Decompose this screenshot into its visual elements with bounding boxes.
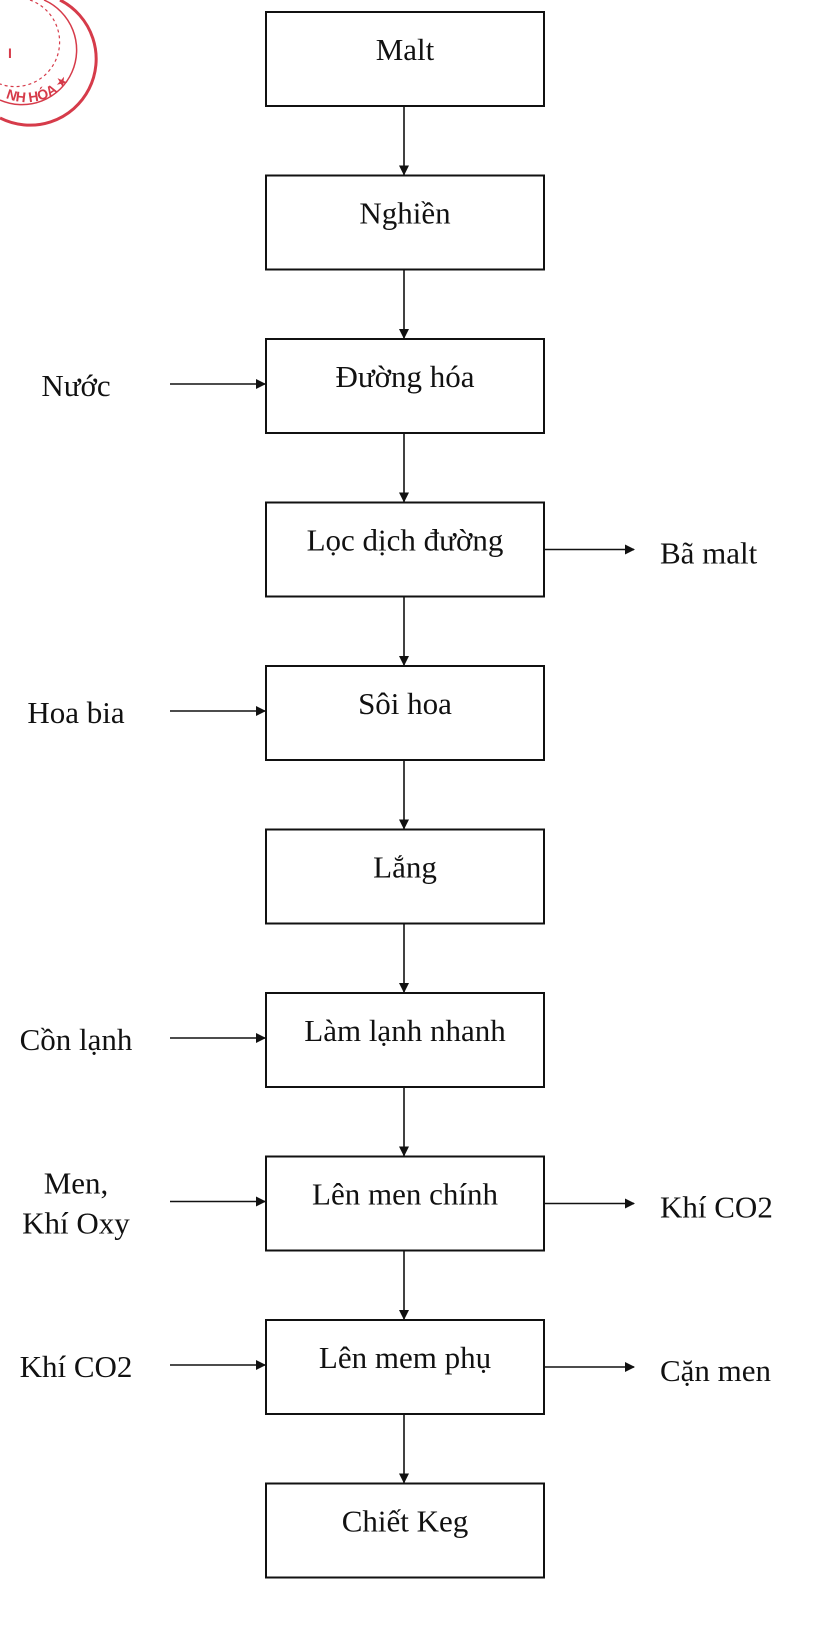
step-soi-hoa: Sôi hoa [265, 665, 545, 761]
step-label: Làm lạnh nhanh [304, 1013, 506, 1048]
step-box [265, 665, 545, 761]
svg-text:I: I [8, 45, 12, 61]
step-box [265, 1482, 545, 1579]
step-chiet-keg: Chiết Keg [265, 1482, 545, 1579]
step-loc-dich-duong: Lọc dịch đường [265, 501, 545, 598]
step-len-mem-phu: Lên mem phụ [265, 1319, 545, 1415]
step-label: Chiết Keg [342, 1504, 469, 1539]
step-box [265, 174, 545, 271]
step-box [265, 1155, 545, 1252]
step-label: Lọc dịch đường [307, 523, 504, 558]
step-box [265, 1319, 545, 1415]
input-label-men: Men, [44, 1166, 109, 1201]
svg-text:NH HÓA ★: NH HÓA ★ [5, 72, 72, 106]
step-label: Malt [376, 32, 435, 67]
step-label: Nghiền [359, 196, 451, 231]
input-label-khi-co2: Khí CO2 [20, 1349, 133, 1384]
step-malt: Malt [265, 11, 545, 107]
step-label: Đường hóa [335, 359, 474, 394]
input-label-hoa-bia: Hoa bia [27, 695, 125, 730]
step-box [265, 338, 545, 434]
seal-stamp: NH HÓA ★ I [0, 0, 98, 127]
step-box [265, 992, 545, 1088]
output-label-ba-malt: Bã malt [660, 536, 758, 571]
input-label-khi-oxy: Khí Oxy [22, 1206, 130, 1241]
step-lang: Lắng [265, 828, 545, 925]
step-lam-lanh-nhanh: Làm lạnh nhanh [265, 992, 545, 1088]
step-box [265, 501, 545, 598]
step-label: Lắng [373, 850, 437, 885]
input-label-nuoc: Nước [41, 368, 110, 403]
step-box [265, 828, 545, 925]
output-label-can-men: Cặn men [660, 1353, 772, 1388]
input-label-con-lanh: Cồn lạnh [20, 1022, 133, 1057]
step-box [265, 11, 545, 107]
step-nghien: Nghiền [265, 174, 545, 271]
step-label: Lên men chính [312, 1177, 498, 1212]
step-len-men-chinh: Lên men chính [265, 1155, 545, 1252]
output-label-khi-co2: Khí CO2 [660, 1190, 773, 1225]
step-duong-hoa: Đường hóa [265, 338, 545, 434]
step-label: Sôi hoa [358, 686, 452, 721]
step-label: Lên mem phụ [319, 1340, 491, 1375]
